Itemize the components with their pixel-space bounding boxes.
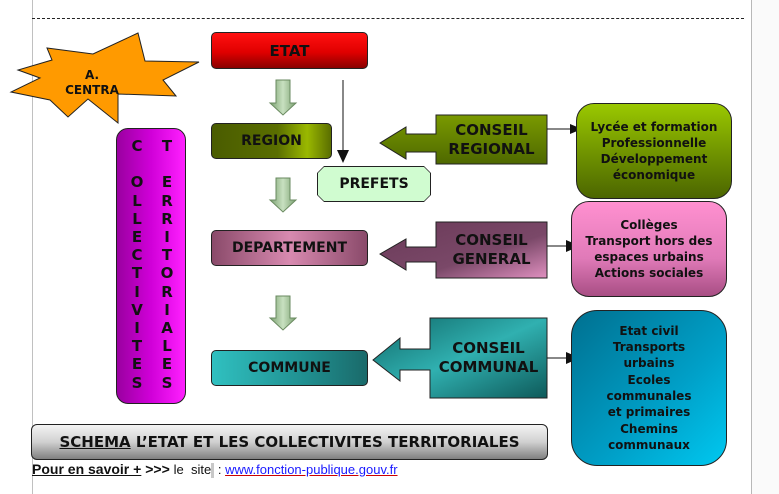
- vertical-letter: [157, 155, 177, 173]
- vertical-letter: A: [161, 319, 173, 338]
- competence-item: Lycée et formation: [590, 120, 718, 134]
- vertical-letter: E: [161, 173, 173, 192]
- arrows-label: >>>: [141, 461, 174, 477]
- left-margin-line: [32, 0, 33, 494]
- banner-title-rest: L’ETAT ET LES COLLECTIVITES TERRITORIALE…: [130, 433, 520, 451]
- colon-label: :: [214, 462, 226, 477]
- competence-item: Transport hors des: [585, 234, 713, 248]
- vertical-letter: R: [161, 191, 173, 210]
- arrow-region-to-departement: [268, 177, 298, 213]
- competence-item: Etat civil: [619, 323, 679, 338]
- competence-item: et primaires: [607, 405, 691, 420]
- vertical-letter: E: [131, 355, 143, 374]
- vertical-letter: I: [134, 319, 140, 338]
- competence-item: économique: [612, 168, 696, 182]
- vertical-letter: L: [132, 191, 142, 210]
- conseil-general-line1: CONSEIL: [455, 231, 528, 249]
- conseil-communal-label: CONSEIL COMMUNAL: [430, 318, 547, 398]
- vertical-letter: [127, 155, 147, 173]
- arrow-departement-to-commune: [268, 295, 298, 331]
- vertical-letter: S: [131, 373, 143, 392]
- banner-underlined-word: SCHEMA: [59, 433, 131, 451]
- vertical-letter: T: [161, 246, 173, 265]
- vertical-letter: T: [131, 337, 143, 356]
- connector-etat-prefets-head: [337, 150, 349, 163]
- conseil-regional-label: CONSEIL REGIONAL: [436, 115, 547, 164]
- fonction-publique-link[interactable]: www.fonction-publique.gouv.fr: [225, 462, 398, 477]
- vertical-letter: E: [161, 355, 173, 374]
- vertical-letter: R: [161, 282, 173, 301]
- site-label: le site: [173, 462, 212, 477]
- prefets-box: PREFETS: [318, 167, 430, 201]
- competence-item: espaces urbains: [594, 250, 704, 264]
- burst-label: A. CENTRA: [62, 68, 122, 98]
- conseil-general-arrow: [379, 221, 548, 279]
- vertical-letter: O: [130, 173, 144, 192]
- vertical-letter: C: [131, 246, 143, 265]
- burst-label-line1: A.: [84, 68, 100, 82]
- more-info-label: Pour en savoir +: [32, 461, 142, 477]
- vertical-letter: V: [131, 300, 143, 319]
- dashed-separator: [32, 18, 744, 19]
- vertical-letter: R: [161, 209, 173, 228]
- competence-item: Chemins: [620, 421, 678, 436]
- vertical-letter: C: [131, 137, 143, 155]
- text-cursor-highlight: [211, 463, 215, 479]
- vertical-letter: E: [131, 228, 143, 247]
- competence-item: communales: [606, 389, 692, 403]
- competence-item: Ecoles: [627, 372, 671, 387]
- vertical-letter: I: [164, 300, 170, 319]
- competence-item: Transports: [612, 340, 686, 355]
- departement-box: DEPARTEMENT: [211, 230, 368, 266]
- conseil-general-label: CONSEIL GENERAL: [436, 222, 547, 278]
- burst-star-shape: [9, 32, 200, 125]
- schema-title-banner: SCHEMA L’ETAT ET LES COLLECTIVITES TERRI…: [31, 424, 548, 460]
- vertical-letter: O: [160, 264, 174, 283]
- conseil-regional-line2: REGIONAL: [448, 139, 535, 158]
- right-gutter: [752, 0, 779, 494]
- etat-box: ETAT: [211, 32, 368, 69]
- vertical-letter: I: [134, 282, 140, 301]
- conseil-communal-line2: COMMUNAL: [438, 358, 539, 376]
- vertical-letter: L: [162, 337, 172, 356]
- conseil-general-line2: GENERAL: [452, 250, 531, 268]
- vertical-letter: I: [164, 228, 170, 247]
- vertical-letter: T: [131, 264, 143, 283]
- commune-box: COMMUNE: [211, 350, 368, 386]
- competence-item: Collèges: [620, 218, 678, 232]
- competence-item: Professionnelle: [601, 136, 707, 150]
- vertical-letter: S: [161, 373, 173, 392]
- right-margin-line: [751, 0, 752, 494]
- vertical-letter: T: [161, 137, 173, 155]
- footer-line: Pour en savoir + >>> le site : www.fonct…: [32, 461, 398, 479]
- region-box: REGION: [211, 123, 332, 159]
- competence-item: Actions sociales: [594, 266, 704, 280]
- arrow-etat-to-region: [268, 79, 298, 116]
- burst-label-line2: CENTRA: [65, 83, 119, 97]
- conseil-regional-arrow: [379, 114, 548, 165]
- conseil-communal-line1: CONSEIL: [452, 339, 525, 357]
- competence-item: communaux: [608, 437, 690, 452]
- competence-item: urbains: [623, 356, 675, 371]
- conseil-regional-line1: CONSEIL: [455, 120, 528, 139]
- vertical-letter: L: [132, 209, 142, 228]
- competence-item: Développement: [600, 152, 708, 166]
